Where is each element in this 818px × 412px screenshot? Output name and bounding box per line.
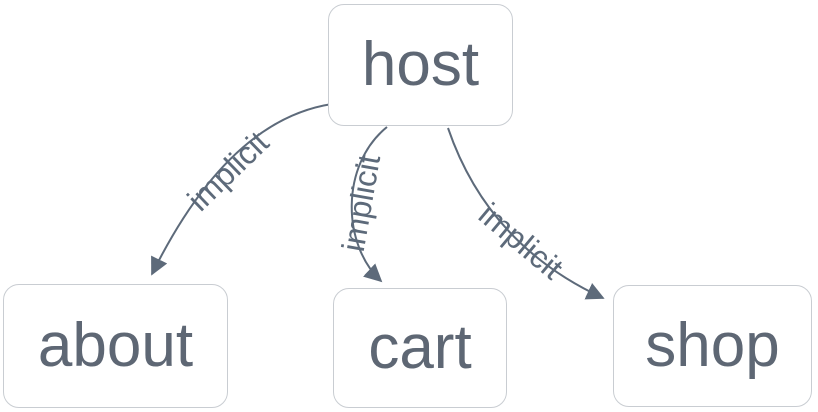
edge-host-about bbox=[151, 103, 333, 276]
node-host[interactable]: host bbox=[328, 4, 513, 126]
node-shop[interactable]: shop bbox=[613, 285, 812, 407]
node-cart[interactable]: cart bbox=[333, 288, 507, 408]
edge-host-cart bbox=[350, 126, 388, 283]
edge-host-shop bbox=[447, 127, 605, 300]
node-about[interactable]: about bbox=[3, 284, 228, 408]
